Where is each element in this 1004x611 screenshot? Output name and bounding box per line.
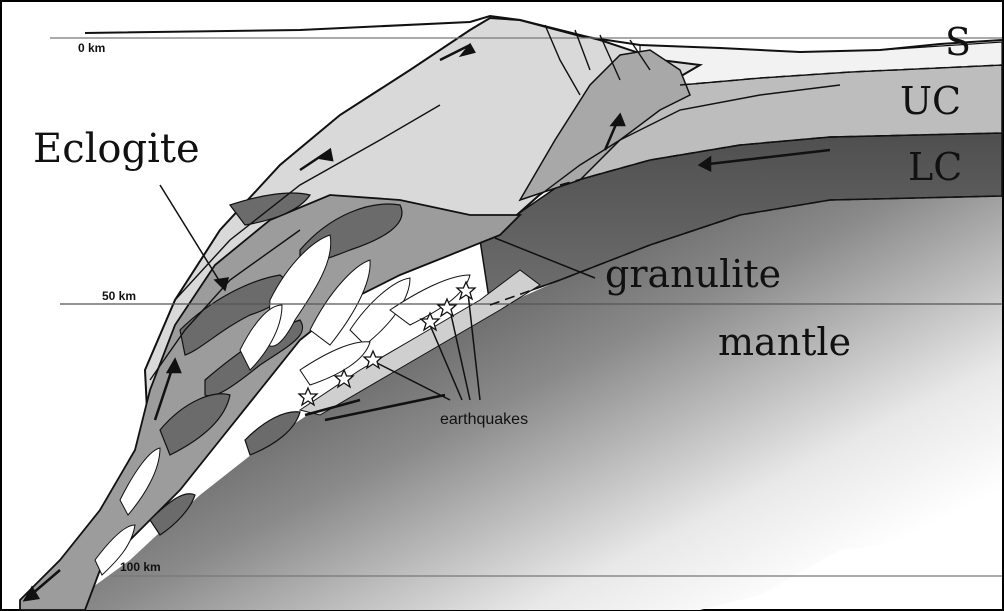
depth-label-100km: 100 km — [120, 560, 161, 574]
label-sediments: S — [945, 20, 971, 64]
label-earthquakes: earthquakes — [440, 411, 528, 428]
label-eclogite: Eclogite — [33, 126, 200, 172]
depth-label-0km: 0 km — [78, 41, 105, 55]
label-lower-crust: LC — [908, 145, 962, 189]
label-mantle: mantle — [718, 320, 851, 364]
depth-label-50km: 50 km — [102, 289, 136, 303]
label-granulite: granulite — [605, 252, 781, 296]
label-upper-crust: UC — [900, 79, 961, 123]
